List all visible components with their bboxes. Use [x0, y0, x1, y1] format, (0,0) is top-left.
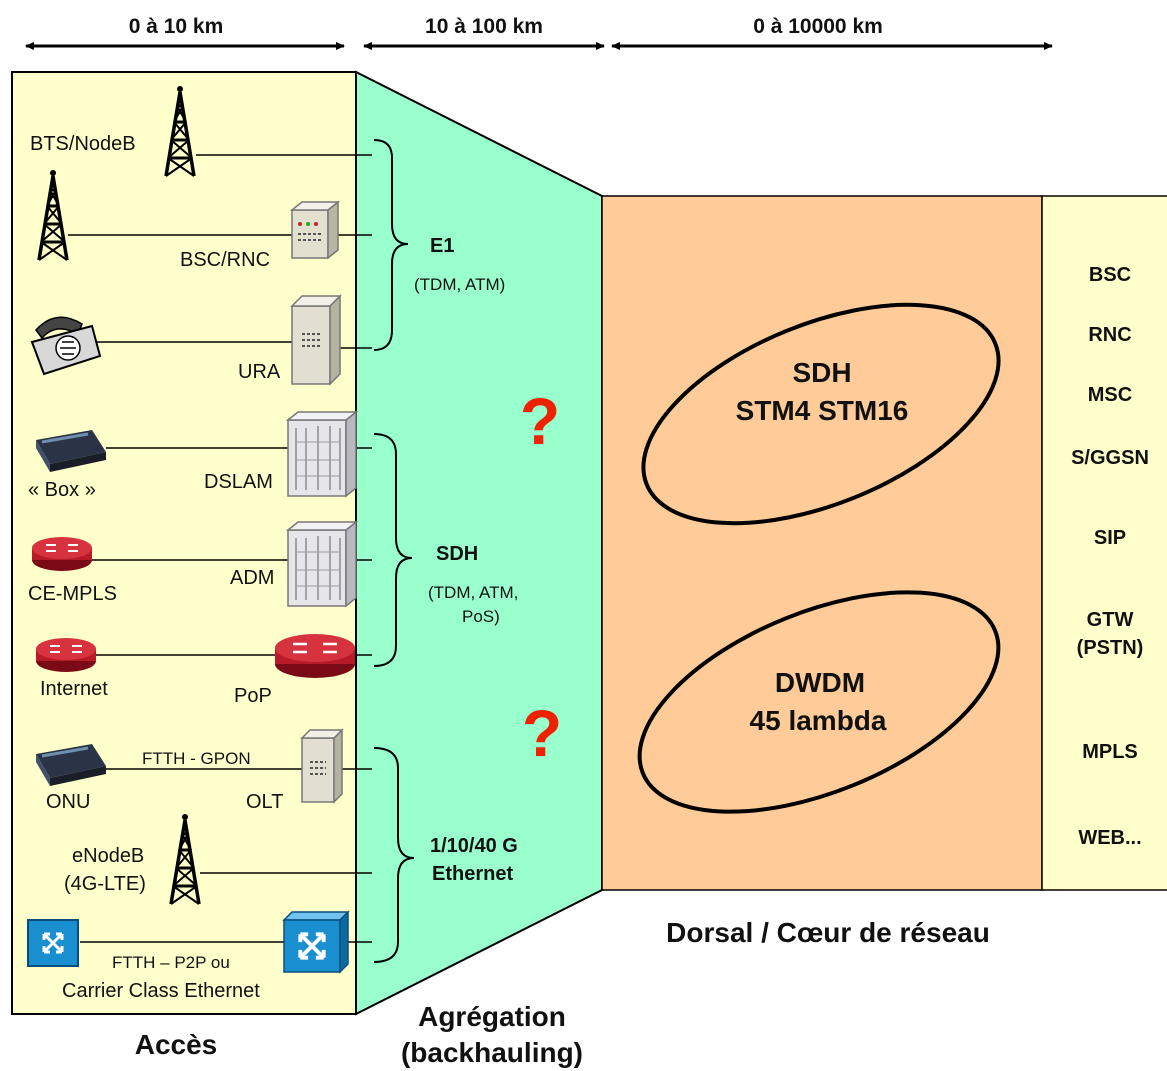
label-ce-mpls: CE-MPLS: [28, 583, 117, 605]
brace-e1: [373, 139, 409, 351]
ce-mpls-router-icon: [31, 536, 93, 572]
core-content: SDH STM4 STM16 DWDM 45 lambda Dorsal / C…: [637, 302, 1001, 948]
small-switch-icon: [27, 919, 79, 967]
bsc-rnc-server-icon: [289, 200, 341, 260]
label-box: « Box »: [28, 479, 96, 501]
internet-router-icon: [35, 637, 97, 673]
service-msc: MSC: [1088, 384, 1132, 406]
label-carrier-class-ethernet: Carrier Class Ethernet: [62, 980, 260, 1002]
e1-title: E1: [430, 235, 454, 257]
telephone-icon: [30, 316, 102, 376]
services-list: BSC RNC MSC S/GGSN SIP GTW (PSTN) MPLS W…: [1071, 264, 1149, 849]
ethernet-title-1: 1/10/40 G: [430, 835, 518, 857]
service-web: WEB...: [1078, 827, 1141, 849]
aggregation-subtitle: (backhauling): [401, 1037, 583, 1068]
question-mark-upper: ?: [520, 384, 560, 458]
distance-label-aggregation: 10 à 100 km: [425, 15, 543, 38]
service-gtw: GTW: [1087, 609, 1134, 631]
label-ftth-gpon: FTTH - GPON: [142, 749, 251, 768]
e1-subtitle: (TDM, ATM): [414, 275, 505, 294]
distance-scale: 0 à 10 km 10 à 100 km 0 à 10000 km: [25, 15, 1053, 50]
core-zone: [601, 195, 1043, 891]
label-adm: ADM: [230, 567, 274, 589]
label-bts-nodeb: BTS/NodeB: [30, 133, 136, 155]
service-rnc: RNC: [1088, 324, 1131, 346]
core-sdh-title: SDH: [792, 357, 851, 388]
brace-sdh: [373, 433, 413, 667]
access-title: Accès: [135, 1029, 218, 1060]
distance-label-acces: 0 à 10 km: [129, 15, 224, 38]
ura-server-icon: [291, 295, 341, 385]
label-pop: PoP: [234, 685, 272, 707]
sdh-ring: [641, 302, 1001, 526]
aggregation-title: Agrégation: [418, 1001, 566, 1032]
access-labels: BTS/NodeB BSC/RNC URA DSLAM « Box » ADM …: [28, 133, 283, 1060]
services-zone: [1041, 195, 1167, 891]
label-enodeb: eNodeB: [72, 845, 144, 867]
aggregation-labels: E1 (TDM, ATM) SDH (TDM, ATM, PoS) 1/10/4…: [401, 235, 583, 1068]
service-mpls: MPLS: [1082, 741, 1138, 763]
core-dwdm-title: DWDM: [775, 667, 865, 698]
distance-label-core: 0 à 10000 km: [753, 15, 883, 38]
dwdm-ring: [637, 590, 1001, 814]
ethernet-title-2: Ethernet: [432, 863, 513, 885]
label-bsc-rnc: BSC/RNC: [180, 249, 270, 271]
label-dslam: DSLAM: [204, 471, 273, 493]
sdh-agg-subtitle-2: PoS): [462, 607, 500, 626]
label-internet: Internet: [40, 678, 108, 700]
sdh-agg-title: SDH: [436, 543, 478, 565]
label-olt: OLT: [246, 791, 283, 813]
brace-ethernet: [373, 747, 415, 963]
olt-server-icon: [300, 728, 344, 804]
core-title: Dorsal / Cœur de réseau: [666, 917, 990, 948]
service-sggsn: S/GGSN: [1071, 447, 1149, 469]
label-ftth-p2p: FTTH – P2P ou: [112, 953, 230, 972]
aggregation-braces: [373, 139, 415, 963]
large-switch-icon: [282, 910, 350, 974]
core-dwdm-lambda: 45 lambda: [750, 705, 887, 736]
label-ura: URA: [238, 361, 281, 383]
adm-rack-icon: [287, 521, 357, 607]
core-sdh-stm: STM4 STM16: [736, 395, 909, 426]
label-onu: ONU: [46, 791, 90, 813]
label-enodeb-4g: (4G-LTE): [64, 873, 146, 895]
access-links: [68, 154, 372, 943]
service-bsc: BSC: [1089, 264, 1131, 286]
service-gtw-pstn: (PSTN): [1077, 637, 1144, 659]
pop-router-icon: [275, 634, 355, 678]
dslam-rack-icon: [287, 411, 357, 497]
question-mark-lower: ?: [522, 696, 562, 770]
sdh-agg-subtitle-1: (TDM, ATM,: [428, 583, 518, 602]
service-sip: SIP: [1094, 527, 1126, 549]
